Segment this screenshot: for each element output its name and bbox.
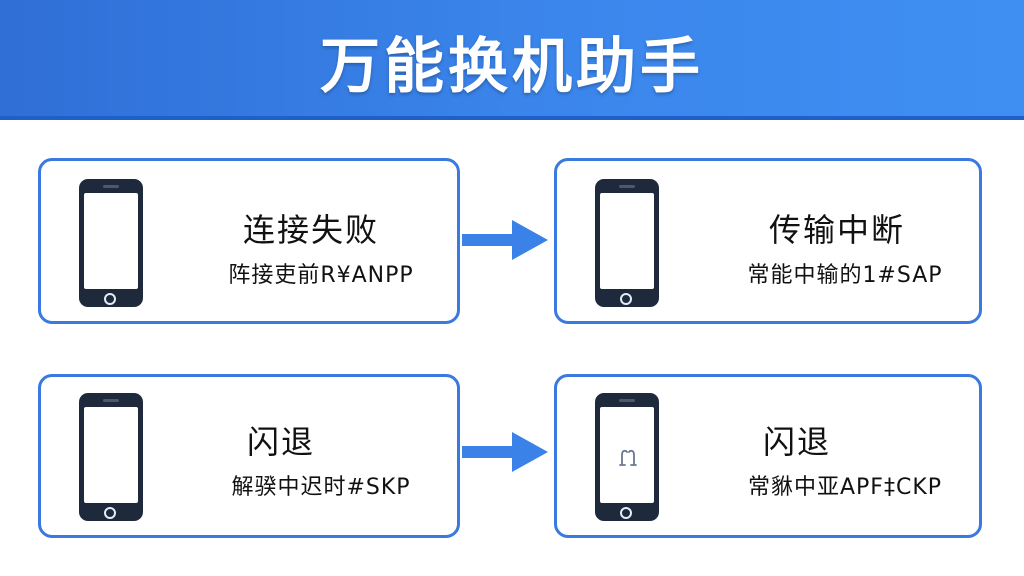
card-subtitle: 常能中输的1#SAP xyxy=(747,263,943,288)
card-subtitle: 常貅中亚APF‡CKP xyxy=(747,475,943,500)
phone-icon xyxy=(595,179,659,307)
card-subtitle: 解骙中迟时#SKP xyxy=(231,475,411,500)
arrow-right-icon xyxy=(462,432,548,472)
card-crash-2[interactable]: 闪退 常貅中亚APF‡CKP xyxy=(554,374,982,538)
card-title: 闪退 xyxy=(246,423,315,461)
card-subtitle: 阵接吏前R¥ANPP xyxy=(228,263,414,288)
page-title: 万能换机助手 xyxy=(320,32,704,102)
card-title: 传输中断 xyxy=(768,211,905,249)
header-banner: 万能换机助手 xyxy=(0,0,1024,120)
phone-icon xyxy=(79,179,143,307)
card-transfer-interrupted[interactable]: 传输中断 常能中输的1#SAP xyxy=(554,158,982,324)
card-connection-failed[interactable]: 连接失败 阵接吏前R¥ANPP xyxy=(38,158,460,324)
card-title: 闪退 xyxy=(762,423,831,461)
card-crash-1[interactable]: 闪退 解骙中迟时#SKP xyxy=(38,374,460,538)
arrow-right-icon xyxy=(462,220,548,260)
phone-icon xyxy=(79,393,143,521)
card-title: 连接失败 xyxy=(242,211,379,249)
broken-app-icon xyxy=(619,449,637,466)
phone-icon xyxy=(595,393,659,521)
